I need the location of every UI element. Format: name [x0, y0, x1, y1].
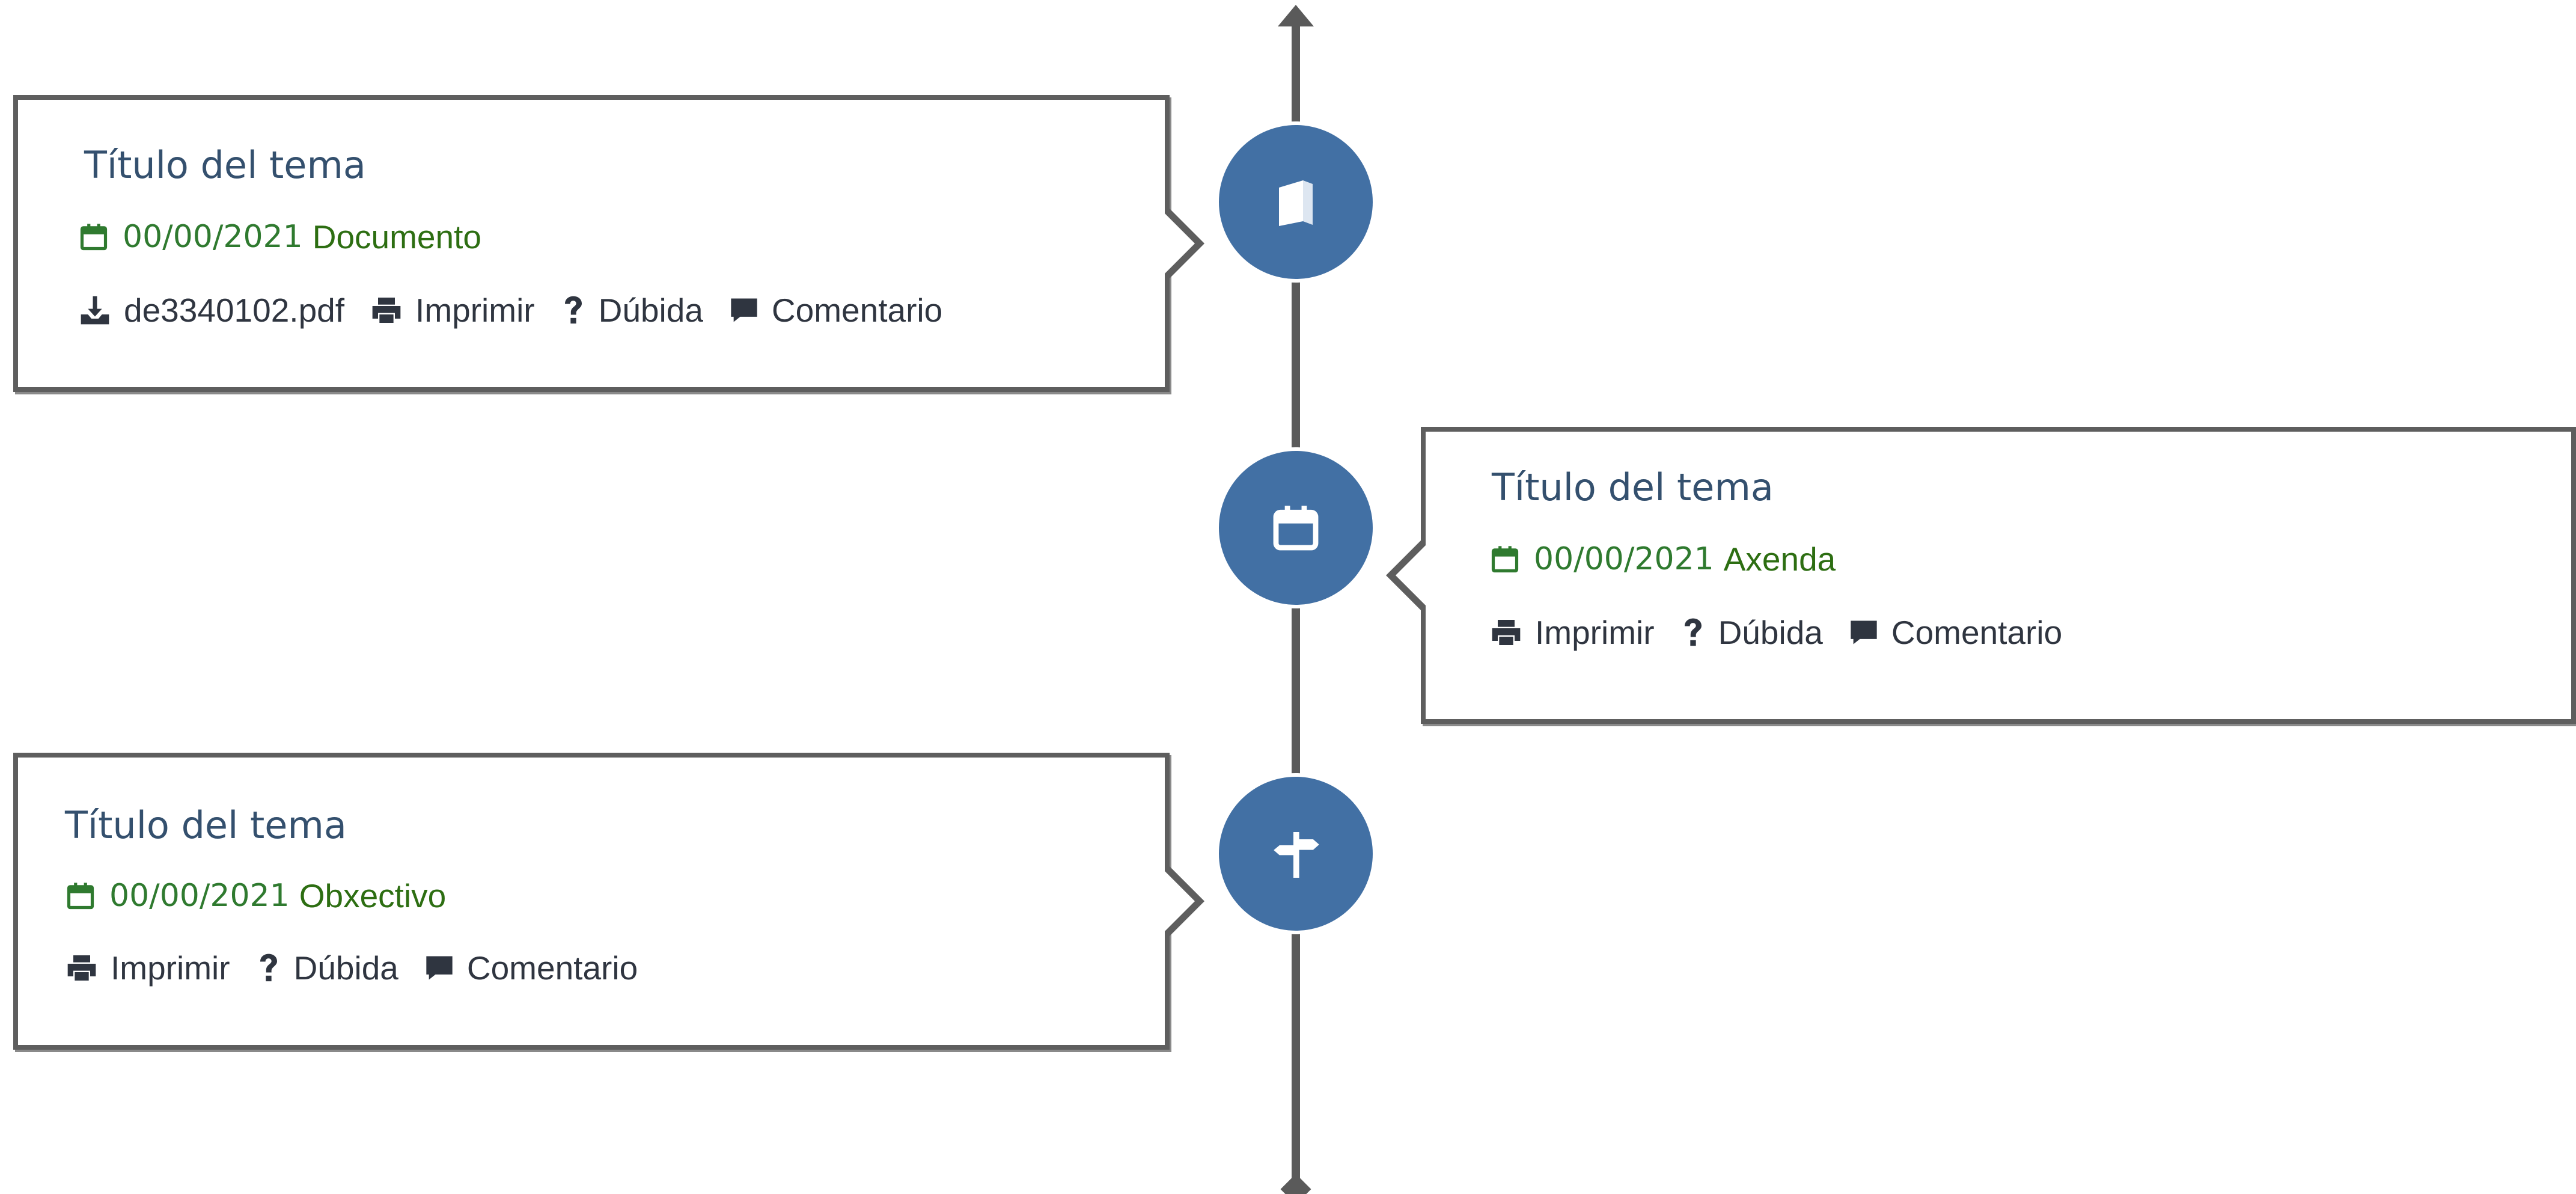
print-label: Imprimir	[111, 949, 230, 987]
card-meta: 00/00/2021 Axenda	[1489, 540, 1836, 578]
download-icon	[78, 293, 112, 327]
doubt-button[interactable]: Dúbida	[255, 949, 398, 987]
card-category: Axenda	[1723, 540, 1836, 578]
timeline-node-book	[1219, 125, 1373, 279]
doubt-button[interactable]: Dúbida	[560, 291, 703, 329]
card-meta: 00/00/2021 Documento	[78, 218, 481, 256]
print-icon	[1489, 616, 1523, 649]
doubt-button[interactable]: Dúbida	[1680, 613, 1823, 652]
card-date: 00/00/2021	[1534, 541, 1714, 577]
question-icon	[1680, 616, 1706, 649]
timeline-node-signpost	[1219, 777, 1373, 931]
card-category: Documento	[312, 218, 481, 256]
card-pointer	[1165, 207, 1204, 280]
print-label: Imprimir	[415, 292, 535, 329]
card-category: Obxectivo	[299, 877, 447, 914]
card-title: Título del tema	[1492, 465, 1774, 509]
card-title: Título del tema	[84, 143, 366, 187]
card-actions: Imprimir Dúbida Comentario	[65, 949, 663, 987]
download-label: de3340102.pdf	[124, 292, 345, 329]
calendar-icon	[65, 880, 96, 911]
timeline-card-1: Título del tema 00/00/2021 Documento de3…	[13, 95, 1204, 392]
comment-icon	[424, 952, 455, 984]
comment-label: Comentario	[771, 292, 943, 329]
download-link[interactable]: de3340102.pdf	[78, 291, 344, 329]
card-actions: Imprimir Dúbida Comentario	[1489, 613, 2087, 652]
print-button[interactable]: Imprimir	[65, 949, 230, 987]
card-date: 00/00/2021	[109, 878, 290, 914]
comment-icon	[728, 295, 760, 326]
question-icon	[255, 951, 282, 985]
print-button[interactable]: Imprimir	[1489, 613, 1655, 652]
print-icon	[370, 293, 403, 327]
print-icon	[65, 951, 99, 985]
calendar-icon	[1489, 543, 1521, 575]
card-date: 00/00/2021	[123, 219, 303, 255]
comment-label: Comentario	[1891, 614, 2063, 651]
comment-button[interactable]: Comentario	[728, 291, 942, 329]
timeline-card-2: Título del tema 00/00/2021 Axenda Imprim…	[1386, 427, 2576, 724]
signpost-icon	[1267, 825, 1325, 883]
print-button[interactable]: Imprimir	[370, 291, 535, 329]
timeline-arrow-bottom	[1280, 1174, 1311, 1194]
card-pointer	[1386, 539, 1426, 611]
print-label: Imprimir	[1535, 614, 1655, 651]
card-meta: 00/00/2021 Obxectivo	[65, 877, 446, 915]
card-pointer	[1165, 865, 1204, 937]
doubt-label: Dúbida	[1718, 614, 1823, 651]
doubt-label: Dúbida	[293, 949, 398, 987]
comment-button[interactable]: Comentario	[1848, 613, 2062, 652]
card-title: Título del tema	[65, 803, 347, 847]
timeline-node-calendar	[1219, 451, 1373, 605]
card-actions: de3340102.pdf Imprimir Dúbida Comentario	[78, 291, 968, 329]
book-icon	[1274, 176, 1317, 228]
comment-label: Comentario	[466, 949, 638, 987]
comment-icon	[1848, 617, 1879, 648]
doubt-label: Dúbida	[598, 292, 703, 329]
calendar-icon	[78, 221, 109, 253]
comment-button[interactable]: Comentario	[424, 949, 638, 987]
question-icon	[560, 293, 587, 327]
calendar-icon	[1269, 501, 1322, 554]
timeline-card-3: Título del tema 00/00/2021 Obxectivo Imp…	[13, 753, 1204, 1050]
